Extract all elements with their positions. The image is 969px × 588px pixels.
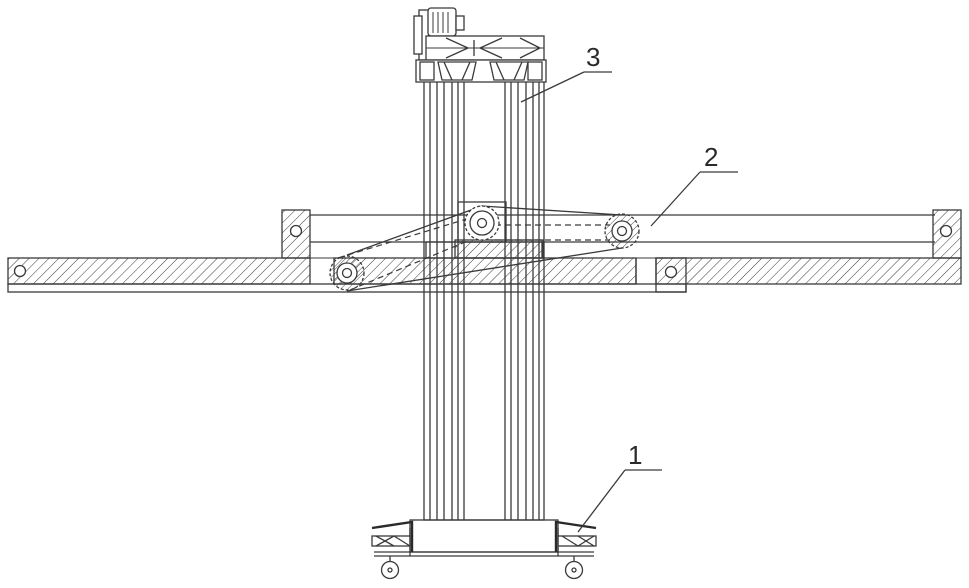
callout-1-label: 1 [628,440,642,470]
caster-left [372,522,412,579]
sprocket-left [330,256,364,290]
caster-right [556,522,596,579]
top-drive-head [414,8,546,82]
callout-1: 1 [578,440,662,532]
callout-2: 2 [651,142,738,226]
sprocket-right [605,214,639,248]
vertical-column [424,80,544,520]
sprocket-center [465,206,499,240]
callout-3-label: 3 [586,42,600,72]
callout-2-label: 2 [704,142,718,172]
boom-lower-beams [8,258,961,292]
